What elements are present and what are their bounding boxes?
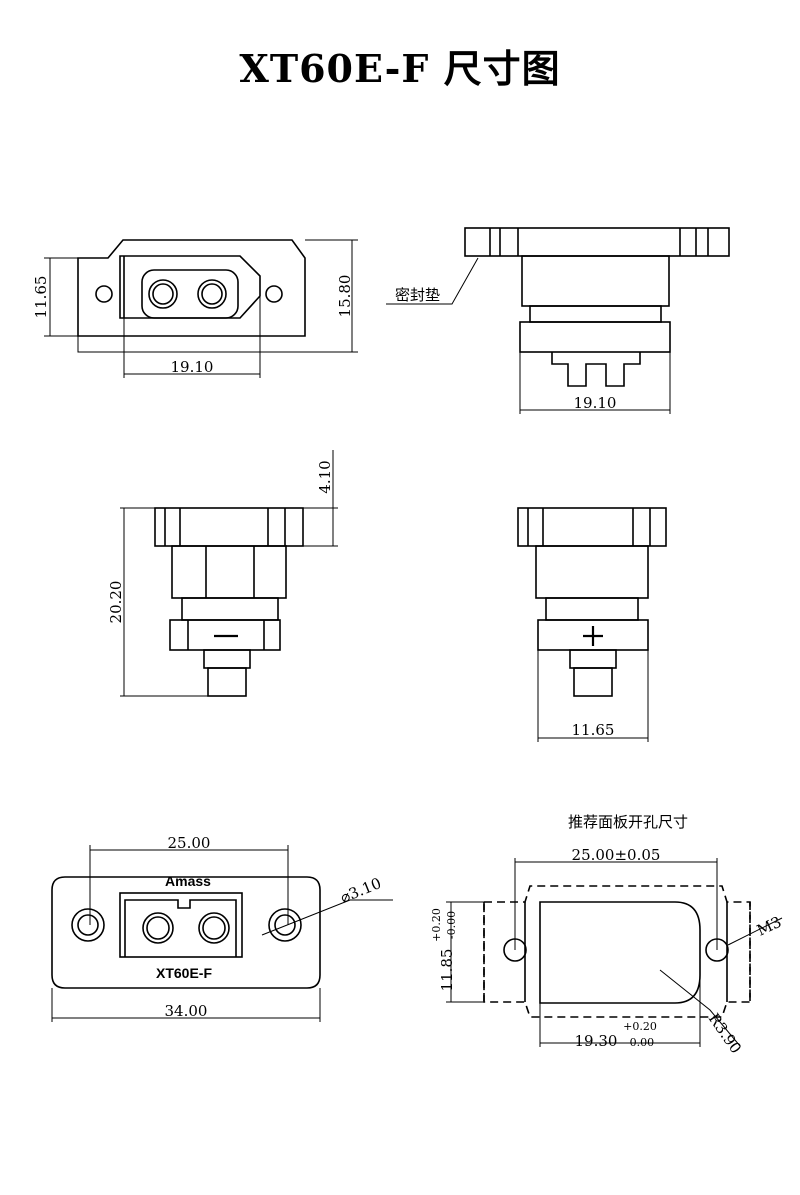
panel-cutout-heading: 推荐面板开孔尺寸 [568, 813, 688, 831]
side-view [386, 227, 730, 414]
screw-label: M3 [754, 913, 784, 940]
mounting-hole-icon [274, 914, 296, 936]
mounting-hole-icon [95, 285, 113, 303]
plus-view [517, 507, 667, 742]
page-title: XT60E-F 尺寸图 [239, 46, 561, 91]
front-width-label: 19.10 [171, 358, 214, 376]
side-width-label: 19.10 [574, 394, 617, 412]
overall-width-label: 34.00 [165, 1002, 208, 1020]
minus-view [120, 450, 338, 697]
gasket-label: 密封垫 [395, 286, 440, 304]
cutout-height-label: 11.85 [438, 949, 456, 992]
panel-cutout-view [446, 858, 783, 1047]
mounting-hole-icon [77, 914, 99, 936]
cutout-width-label: 19.30 [575, 1032, 618, 1050]
front-height-left-label: 11.65 [32, 276, 50, 319]
cutout-hole-spacing-label: 25.00±0.05 [572, 846, 661, 864]
plus-icon [583, 626, 603, 646]
total-height-label: 20.20 [107, 581, 125, 624]
brand-logo: Amass [165, 873, 211, 889]
cutout-height-tol-minus: -0.00 [445, 911, 458, 939]
radius-label: R3.90 [705, 1010, 745, 1057]
cutout-width-tol-plus: +0.20 [623, 1020, 657, 1033]
mounting-hole-icon [265, 285, 283, 303]
cutout-width-tol-minus: -0.00 [626, 1036, 654, 1049]
hole-diameter-label: ⌀3.10 [338, 874, 384, 907]
hole-spacing-label: 25.00 [168, 834, 211, 852]
top-view [51, 845, 393, 1022]
plus-width-label: 11.65 [572, 721, 615, 739]
cutout-height-tol-plus: +0.20 [430, 908, 443, 942]
front-view [44, 239, 358, 378]
top-height-label: 4.10 [316, 460, 334, 493]
front-height-right-label: 15.80 [336, 275, 354, 318]
model-label: XT60E-F [156, 965, 212, 981]
